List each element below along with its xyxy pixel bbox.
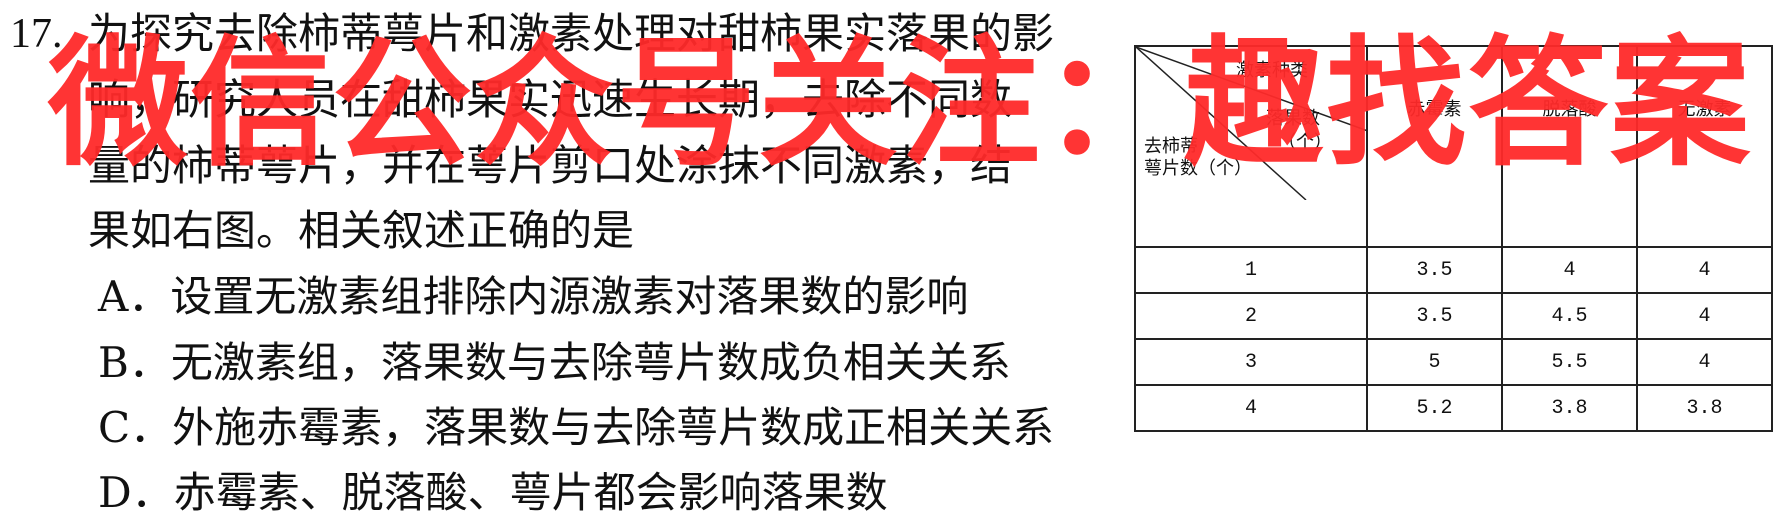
option-c: C．外施赤霉素，落果数与去除萼片数成正相关关系 <box>98 403 1055 452</box>
sepal-count: 4 <box>1134 384 1368 432</box>
sepal-count: 1 <box>1134 246 1368 294</box>
cell: 3.8 <box>1501 384 1638 432</box>
cell: 4 <box>1501 246 1638 294</box>
option-d: D．赤霉素、脱落酸、萼片都会影响落果数 <box>98 468 888 517</box>
question-stem-line: 响，研究人员在甜柿果实迅速生长期，去除不同数 <box>88 75 1013 124</box>
cell: 3.8 <box>1636 384 1773 432</box>
corner-fruit-drop-unit: （个） <box>1278 132 1332 153</box>
cell: 3.5 <box>1366 292 1503 340</box>
cell: 4 <box>1636 292 1773 340</box>
sepal-count: 2 <box>1134 292 1368 340</box>
column-header: 赤霉素 <box>1366 45 1503 248</box>
cell: 3.5 <box>1366 246 1503 294</box>
watermark: 微信公众号关注：趣找答案 <box>48 23 1753 186</box>
option-b: B．无激素组，落果数与去除萼片数成负相关关系 <box>98 338 1011 387</box>
sepal-count: 3 <box>1134 338 1368 386</box>
results-table: 激素种类 落果数 （个） 去柿蒂 萼片数（个） 赤霉素 脱落酸 无激素 1 3.… <box>1134 45 1773 432</box>
cell: 5 <box>1366 338 1503 386</box>
corner-hormone-type: 激素种类 <box>1236 60 1308 81</box>
cell: 5.5 <box>1501 338 1638 386</box>
table-row: 4 5.2 3.8 3.8 <box>1134 384 1773 432</box>
corner-sepals-1: 去柿蒂 <box>1144 136 1198 157</box>
question-stem-line: 果如右图。相关叙述正确的是 <box>88 206 635 255</box>
question-number: 17. <box>10 11 63 57</box>
table-row: 3 5 5.5 4 <box>1134 338 1773 386</box>
cell: 4.5 <box>1501 292 1638 340</box>
cell: 5.2 <box>1366 384 1503 432</box>
question-stem-line: 为探究去除柿蒂萼片和激素处理对甜柿果实落果的影 <box>88 9 1055 58</box>
question-stem-line: 量的柿蒂萼片，并在萼片剪口处涂抹不同激素，结 <box>88 141 1013 190</box>
corner-sepals-2: 萼片数（个） <box>1144 158 1252 179</box>
table-row: 1 3.5 4 4 <box>1134 246 1773 294</box>
column-header: 无激素 <box>1636 45 1773 248</box>
column-header: 脱落酸 <box>1501 45 1638 248</box>
corner-header-cell: 激素种类 落果数 （个） 去柿蒂 萼片数（个） <box>1134 45 1368 248</box>
option-a: A．设置无激素组排除内源激素对落果数的影响 <box>98 272 969 321</box>
cell: 4 <box>1636 246 1773 294</box>
corner-fruit-drop: 落果数 <box>1266 108 1320 129</box>
cell: 4 <box>1636 338 1773 386</box>
diagonal-lines <box>1136 47 1368 200</box>
table-row: 2 3.5 4.5 4 <box>1134 292 1773 340</box>
